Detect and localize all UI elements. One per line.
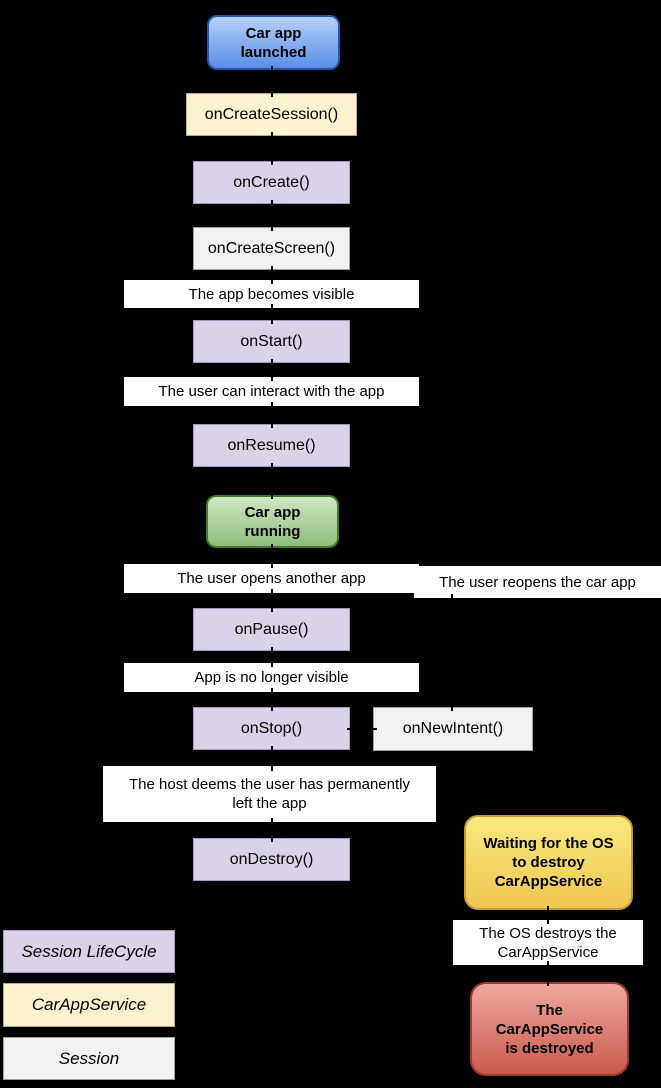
event-os-destroys-carappservice: The OS destroys the CarAppService: [453, 920, 643, 965]
connector-line: [271, 746, 273, 771]
method-onresume: onResume(): [193, 424, 350, 467]
method-oncreate: onCreate(): [193, 161, 350, 204]
connector-line: [271, 647, 273, 667]
method-ondestroy: onDestroy(): [193, 838, 350, 881]
connector-line: [271, 688, 273, 711]
connector-line: [271, 200, 273, 231]
connector-line: [271, 402, 273, 428]
event-user-opens-another-app: The user opens another app: [124, 564, 419, 593]
connector-line: [347, 728, 377, 730]
connector-line: [547, 906, 549, 924]
legend-session-lifecycle: Session LifeCycle: [3, 930, 175, 973]
connector-line: [271, 589, 273, 612]
method-onnewintent: onNewIntent(): [373, 707, 533, 751]
method-oncreatescreen: onCreateScreen(): [193, 227, 350, 270]
state-waiting-os-destroy: Waiting for the OS to destroy CarAppServ…: [464, 815, 633, 910]
state-car-app-running: Car app running: [206, 495, 339, 548]
legend-carappservice: CarAppService: [3, 983, 175, 1027]
connector-line: [271, 463, 273, 499]
event-host-deems-user-left: The host deems the user has permanently …: [103, 766, 436, 822]
event-user-can-interact: The user can interact with the app: [124, 377, 419, 406]
state-carappservice-destroyed: The CarAppService is destroyed: [470, 982, 629, 1076]
connector-line: [271, 66, 273, 97]
connector-line: [271, 266, 273, 284]
connector-line: [547, 961, 549, 986]
connector-line: [271, 818, 273, 842]
method-onstop: onStop(): [193, 707, 350, 750]
connector-line: [451, 594, 453, 711]
connector-line: [271, 544, 273, 568]
event-app-becomes-visible: The app becomes visible: [124, 280, 419, 308]
connector-line: [271, 132, 273, 165]
event-user-reopens-car-app: The user reopens the car app: [414, 566, 661, 598]
connector-line: [271, 359, 273, 381]
connector-line: [271, 304, 273, 324]
state-car-app-launched: Car app launched: [207, 15, 340, 70]
event-app-no-longer-visible: App is no longer visible: [124, 663, 419, 692]
method-onpause: onPause(): [193, 608, 350, 651]
legend-session: Session: [3, 1037, 175, 1080]
method-onstart: onStart(): [193, 320, 350, 363]
method-oncreatesession: onCreateSession(): [186, 93, 357, 136]
